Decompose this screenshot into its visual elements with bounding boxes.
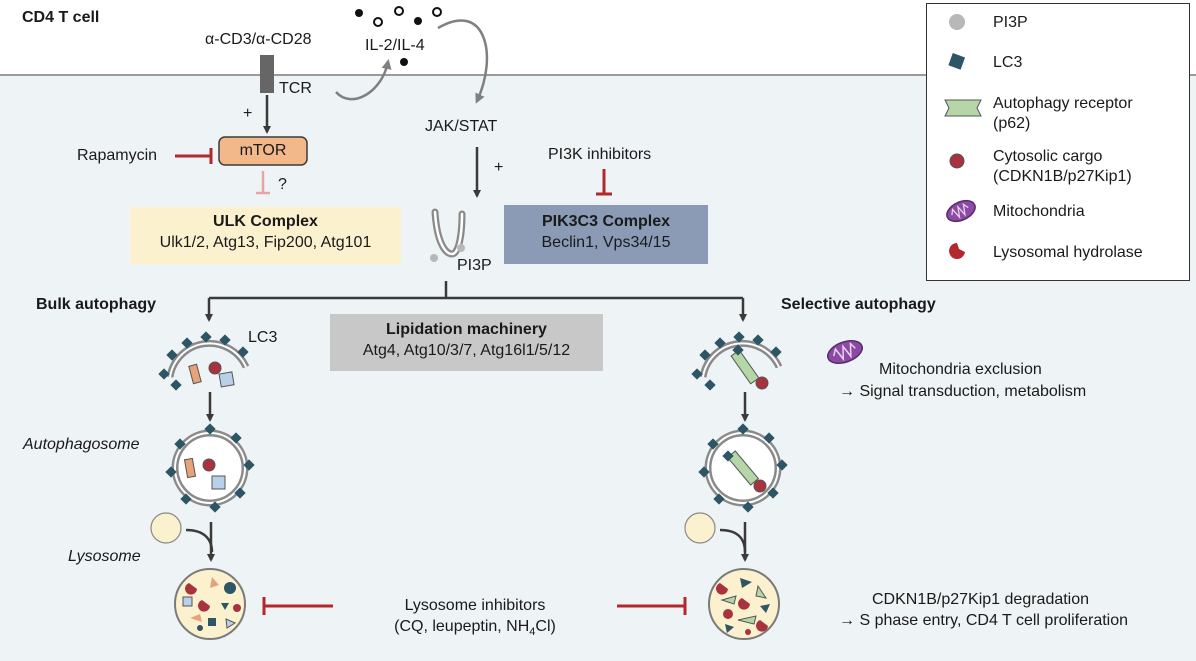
mitochondria-icon — [826, 340, 864, 364]
plus-sign-jakstat: + — [494, 159, 504, 176]
rapamycin-label: Rapamycin — [77, 147, 158, 164]
pik3c3-complex-title: PIK3C3 Complex — [541, 213, 671, 230]
plus-sign-tcr: + — [243, 105, 253, 122]
tcr-receptor — [260, 55, 274, 93]
pi3p-label: PI3P — [457, 257, 492, 274]
lysosomal-hydrolase-icon — [949, 243, 965, 259]
bulk-phagophore — [158, 331, 250, 391]
lc3-label: LC3 — [248, 329, 278, 346]
antibody-label: α-CD3/α-CD28 — [205, 31, 312, 48]
lysosome-inhibitors-title: Lysosome inhibitors — [404, 597, 546, 614]
mitochondria-exclusion-label: Mitochondria exclusion — [879, 361, 1042, 378]
degradation-label: CDKN1B/p27Kip1 degradation — [872, 591, 1090, 608]
mtor-label: mTOR — [239, 142, 287, 159]
tcr-label: TCR — [279, 80, 312, 97]
pik3c3-complex-box — [504, 205, 708, 264]
selective-lysosome — [684, 512, 716, 544]
bulk-autophagosome — [165, 423, 255, 513]
bulk-lysosome — [150, 512, 182, 544]
jak-stat-label: JAK/STAT — [425, 118, 498, 135]
legend-label: Lysosomal hydrolase — [993, 244, 1143, 261]
mtor-box — [218, 136, 308, 166]
legend-label: PI3P — [993, 14, 1028, 31]
ulk-complex-box — [130, 207, 401, 264]
selective-phagophore — [691, 331, 783, 391]
legend-label: LC3 — [993, 54, 1023, 71]
ulk-complex-text: ULK Complex Ulk1/2, Atg13, Fip200, Atg10… — [130, 212, 401, 254]
ulk-complex-title: ULK Complex — [213, 213, 318, 230]
autophagosome-label: Autophagosome — [23, 436, 140, 453]
lipidation-box — [330, 314, 603, 371]
legend-label-line2: (CDKN1B/p27Kip1) — [993, 168, 1132, 185]
degradation-outcome-label: → S phase entry, CD4 T cell proliferatio… — [839, 612, 1129, 629]
cell-type-label: CD4 T cell — [22, 9, 100, 26]
pik3c3-complex-text: PIK3C3 Complex Beclin1, Vps34/15 — [504, 212, 708, 254]
legend-label: Cytosolic cargo — [993, 148, 1103, 165]
pik3c3-complex-members: Beclin1, Vps34/15 — [541, 233, 671, 251]
cytokine-to-jakstat-arrow — [437, 19, 489, 104]
bulk-autophagy-title: Bulk autophagy — [36, 296, 157, 313]
pi3k-inhibitors-label: PI3K inhibitors — [548, 146, 652, 163]
selective-autophagosome — [698, 423, 788, 513]
lipidation-title: Lipidation machinery — [386, 321, 547, 338]
autophagy-receptor-icon — [944, 99, 982, 117]
legend-label: Mitochondria — [993, 203, 1085, 220]
legend: PI3P LC3 Autophagy receptor (p62) Cytoso… — [926, 3, 1190, 281]
cytokine-dots — [355, 6, 442, 66]
branch-arrows — [205, 281, 747, 322]
lysosome-inhibitors-text: Lysosome inhibitors (CQ, leupeptin, NH4C… — [355, 596, 595, 639]
selective-autolysosome — [708, 568, 780, 640]
lipidation-text: Lipidation machinery Atg4, Atg10/3/7, At… — [330, 320, 603, 362]
selective-autophagy-title: Selective autophagy — [781, 296, 936, 313]
cytokine-label: IL-2/IL-4 — [365, 37, 425, 54]
legend-label: Autophagy receptor — [993, 95, 1133, 112]
mitochondria-icon — [946, 199, 976, 223]
lysosome-label: Lysosome — [68, 548, 141, 565]
pi3p-dot-icon — [949, 14, 965, 30]
tcr-to-cytokine-arrow — [335, 59, 392, 101]
lipidation-members: Atg4, Atg10/3/7, Atg16l1/5/12 — [362, 341, 571, 359]
mitochondria-outcome-label: → Signal transduction, metabolism — [839, 383, 1087, 400]
lysosome-inhibitors-list: (CQ, leupeptin, NH4Cl) — [394, 617, 556, 638]
legend-label-line2: (p62) — [993, 115, 1031, 132]
lc3-diamond-icon — [948, 53, 966, 70]
bulk-autolysosome — [174, 568, 246, 640]
ulk-complex-members: Ulk1/2, Atg13, Fip200, Atg101 — [159, 233, 372, 251]
question-mark: ? — [278, 176, 287, 193]
cytosolic-cargo-icon — [949, 153, 965, 169]
